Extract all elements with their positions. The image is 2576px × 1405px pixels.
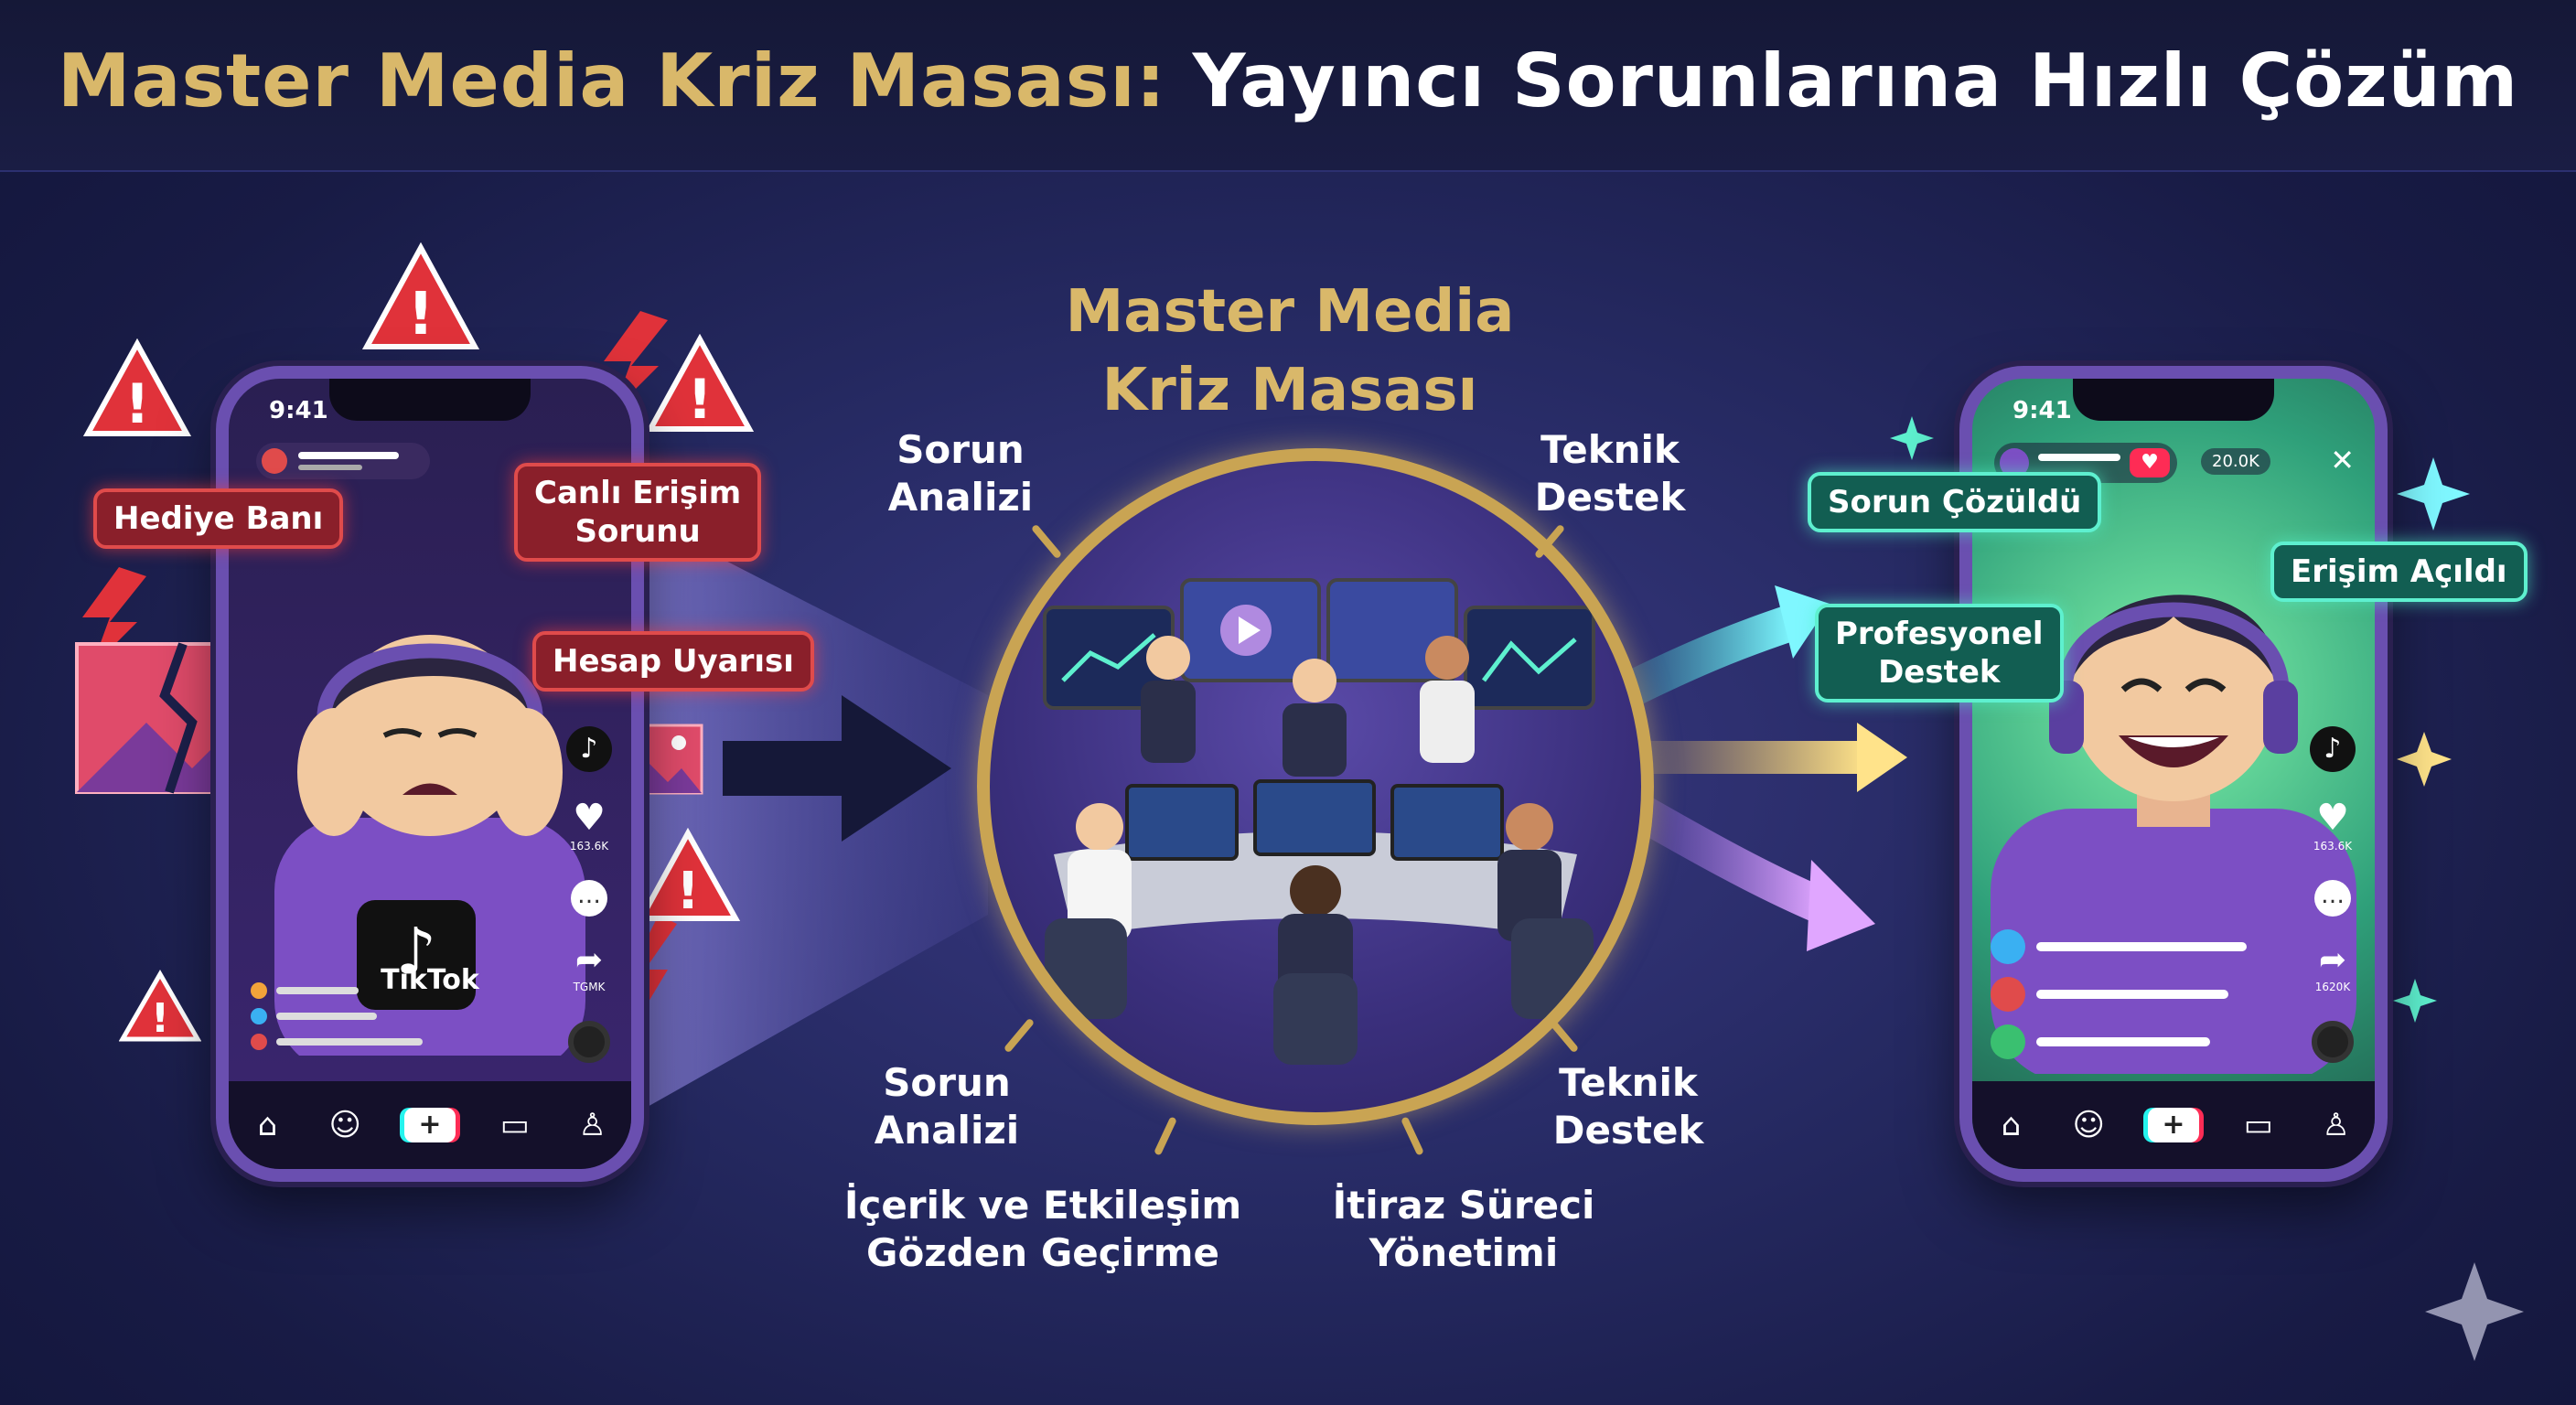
label-appeal-management: İtiraz Süreci Yönetimi <box>1332 1183 1595 1275</box>
share-icon[interactable]: ➦ <box>2318 941 2347 979</box>
phone-notch <box>329 379 531 421</box>
share-count: 1620K <box>2314 981 2351 993</box>
sparkle-icon <box>2393 979 2437 1023</box>
tiktok-icon[interactable]: ♪ <box>2310 726 2356 772</box>
friends-icon[interactable]: ☺ <box>328 1107 361 1143</box>
arrow-purple <box>1610 787 1875 951</box>
svg-text:♪: ♪ <box>396 914 437 989</box>
svg-text:!: ! <box>124 372 149 436</box>
warning-icon: ! <box>361 242 480 349</box>
phone-notch <box>2073 379 2274 421</box>
home-icon[interactable]: ⌂ <box>257 1107 278 1143</box>
create-button[interactable]: + <box>403 1108 456 1142</box>
page-title: Master Media Kriz Masası: Yayıncı Sorunl… <box>0 38 2576 123</box>
profile-icon[interactable]: ♙ <box>578 1107 606 1143</box>
status-time: 9:41 <box>2012 397 2072 424</box>
inbox-icon[interactable]: ▭ <box>499 1107 530 1143</box>
bottom-nav: ⌂ ☺ + ▭ ♙ <box>1972 1081 2375 1169</box>
label-technical-support-top: Teknik Destek <box>1534 427 1686 520</box>
arrow-teal <box>1601 585 1830 713</box>
svg-text:!: ! <box>687 368 712 432</box>
comment-list <box>1991 929 2247 1059</box>
label-content-review: İçerik ve Etkileşim Gözden Geçirme <box>843 1183 1242 1275</box>
svg-text:!: ! <box>676 862 700 921</box>
music-disc-icon <box>2312 1021 2354 1063</box>
side-actions: ♪ ♥ 163.6K … ➦ TGMK <box>564 726 615 1063</box>
warning-icon: ! <box>636 828 741 921</box>
status-time: 9:41 <box>269 397 328 424</box>
stressed-streamer-illustration: ♪ <box>274 635 585 1056</box>
title-bar: Master Media Kriz Masası: Yayıncı Sorunl… <box>0 0 2576 172</box>
crisis-desk-title: Master Media Kriz Masası <box>1065 278 1515 424</box>
label-problem-analysis-top: Sorun Analizi <box>887 427 1034 520</box>
heart-icon[interactable]: ♥ <box>2130 448 2170 477</box>
side-actions: ♪ ♥ 163.6K … ➦ 1620K <box>2307 726 2358 1063</box>
svg-text:!: ! <box>407 281 434 349</box>
tag-gift-ban: Hediye Banı <box>93 488 344 549</box>
tag-problem-solved: Sorun Çözüldü <box>1808 472 2102 532</box>
tag-professional-support: Profesyonel Destek <box>1815 604 2064 702</box>
comment-list <box>251 982 423 1050</box>
live-header <box>256 443 430 479</box>
label-problem-analysis-bottom: Sorun Analizi <box>874 1060 1020 1153</box>
avatar <box>262 448 287 474</box>
heart-icon[interactable]: ♥ <box>2316 797 2349 839</box>
home-icon[interactable]: ⌂ <box>2001 1107 2022 1143</box>
profile-icon[interactable]: ♙ <box>2322 1107 2350 1143</box>
title-brand: Master Media Kriz Masası: <box>57 38 1166 123</box>
lightning-icon <box>82 567 146 668</box>
warning-icon: ! <box>82 338 192 436</box>
sparkle-icon <box>1890 416 1934 460</box>
light-beam <box>631 512 988 1116</box>
lightning-icon <box>631 915 677 1015</box>
comment-icon[interactable]: … <box>571 880 607 917</box>
like-count: 163.6K <box>2313 840 2353 853</box>
tag-account-warning: Hesap Uyarısı <box>532 631 814 692</box>
right-phone: 9:41 ♥ 20.0K ✕ ♪ ♥ 163.6K … ➦ 1620K ⌂ ☺ … <box>1959 366 2388 1182</box>
sparkle-icon <box>2397 732 2452 787</box>
close-icon[interactable]: ✕ <box>2330 443 2355 477</box>
tag-access-opened: Erişim Açıldı <box>2270 542 2528 602</box>
tiktok-logo-text: TikTok <box>381 964 479 996</box>
happy-streamer-illustration <box>1991 595 2356 1074</box>
create-button[interactable]: + <box>2147 1108 2199 1142</box>
crisis-desk-circle <box>977 448 1654 1125</box>
warning-icon: ! <box>119 970 201 1042</box>
label-technical-support-bottom: Teknik Destek <box>1552 1060 1704 1153</box>
dark-arrow <box>723 695 951 842</box>
share-icon[interactable]: ➦ <box>574 941 604 979</box>
like-count: 163.6K <box>569 840 609 853</box>
sparkle-icon <box>2397 457 2470 531</box>
svg-text:!: ! <box>151 995 169 1042</box>
lightning-icon <box>604 311 668 412</box>
music-disc-icon <box>568 1021 610 1063</box>
title-tagline: Yayıncı Sorunlarına Hızlı Çözüm <box>1192 38 2519 123</box>
sparkle-icon <box>2425 1262 2524 1361</box>
heart-icon[interactable]: ♥ <box>573 797 606 839</box>
inbox-icon[interactable]: ▭ <box>2243 1107 2273 1143</box>
arrow-yellow <box>1637 723 1907 792</box>
tiktok-icon[interactable]: ♪ <box>566 726 612 772</box>
warning-icon: ! <box>645 334 755 432</box>
comment-icon[interactable]: … <box>2314 880 2351 917</box>
crisis-team-illustration <box>1043 578 1595 1065</box>
tag-live-access-issue: Canlı Erişim Sorunu <box>514 463 762 562</box>
bottom-nav: ⌂ ☺ + ▭ ♙ <box>229 1081 631 1169</box>
share-count: TGMK <box>573 981 606 993</box>
friends-icon[interactable]: ☺ <box>2072 1107 2105 1143</box>
viewer-count: 20.0K <box>2201 448 2270 475</box>
